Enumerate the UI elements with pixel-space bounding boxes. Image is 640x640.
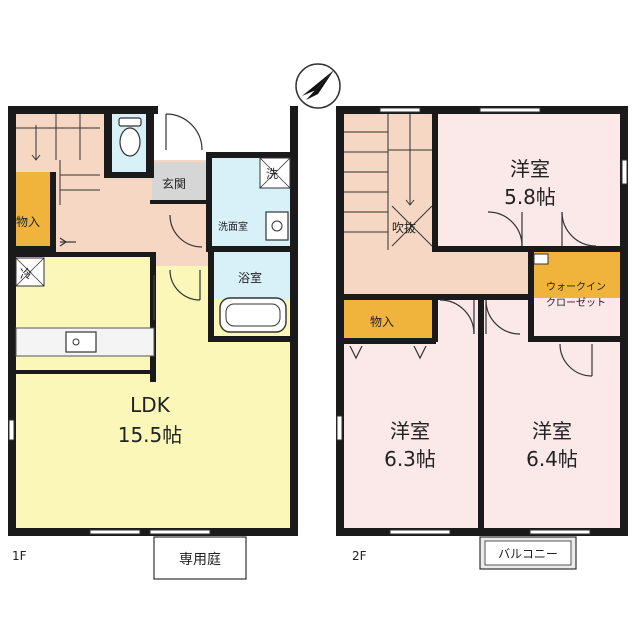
room-c-label: 洋室 [532,419,572,443]
room-b-label: 洋室 [390,419,430,443]
toilet-icon [118,117,142,157]
balcony-label: バルコニー [498,547,558,561]
stair-area-1f [14,112,110,162]
balcony-box: バルコニー [479,536,577,570]
void-label: 吹抜 [392,221,416,235]
western-room-b [342,342,482,528]
room-a-label: 洋室 [510,157,550,181]
garden-box: 専用庭 [153,536,247,580]
windows-1f [8,419,211,535]
ldk-size: 15.5帖 [118,423,183,447]
western-room-c [482,298,622,528]
storage-label-1f: 物入 [16,215,40,229]
western-room-a [436,112,622,250]
north-arrow-icon [295,63,341,109]
sink-icon [265,211,289,241]
room-a-size: 5.8帖 [504,185,556,209]
washer-label: 洗 [266,167,278,181]
entrance-room [152,162,206,202]
doors-1f [59,113,203,320]
room-b-size: 6.3帖 [384,447,436,471]
storage-label-2f: 物入 [370,315,394,329]
staircase-1f [14,112,100,205]
storage-room-1f [14,172,54,250]
washer-box [259,157,291,189]
floor-2-label: 2F [352,549,367,563]
bath-label: 浴室 [238,270,262,285]
entrance-label: 玄関 [162,176,186,191]
kitchen-sink-icon [65,331,97,353]
hall-2f [342,250,532,298]
ldk-room-right [150,300,294,530]
windows-2f [336,107,628,535]
bathtub-icon [219,297,287,333]
storage-room-2f [342,298,436,342]
doors-2f [349,211,597,377]
ldk-room-left [14,252,154,530]
staircase-2f [342,112,436,250]
ldk-room-notch [150,266,214,306]
floor-2: 洋室 5.8帖 洋室 6.3帖 洋室 6.4帖 物入 ウォークイン クローゼット… [336,106,628,570]
closet-marker [533,253,549,265]
ldk-label: LDK [130,393,171,417]
room-c-size: 6.4帖 [526,447,578,471]
fridge-box [15,257,45,287]
stair-area-2f [342,112,436,250]
fridge-label: 冷 [20,267,32,281]
garden-label: 専用庭 [179,551,221,568]
walkin-label-2: クローゼット [546,297,606,309]
floor-1: 物入 玄関 洗面室 洗 浴室 冷 LDK 15.5帖 1F 専用庭 [8,106,298,580]
walkin-label-1: ウォークイン [546,281,606,293]
floor-1-label: 1F [12,549,27,563]
washroom-label: 洗面室 [218,220,248,233]
